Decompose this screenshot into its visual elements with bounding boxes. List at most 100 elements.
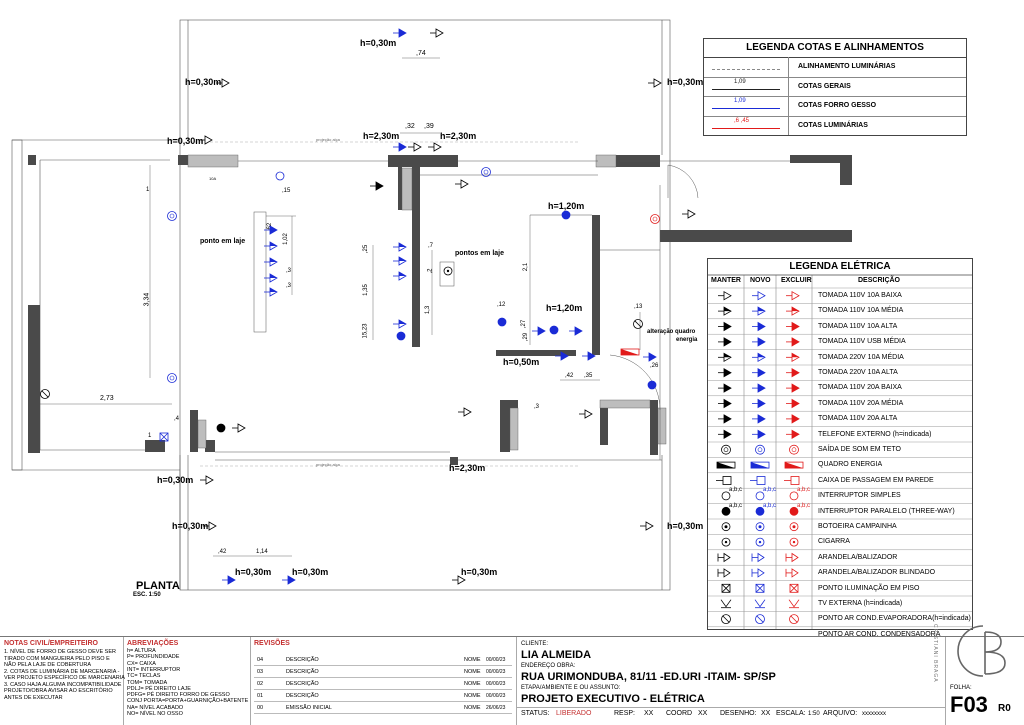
legend-eletrica-row-desc: TOMADA 110V USB MÉDIA [818,338,906,346]
nota-line: NÃO PELA LAJE DE COBERTURA [4,662,92,668]
plan-hatched-walls [187,154,667,451]
folha-number: F03 [950,692,988,717]
tri-open-symbol-icon [430,28,444,38]
status-label: STATUS: [521,710,550,717]
int-open-symbol-icon [721,491,731,501]
cotas-sample-line [712,88,780,90]
dim-h030-bottom-1: h=0,30m [235,567,272,577]
dim-h030-right-1: h=0,30m [667,77,704,87]
arandela-b-symbol-icon [751,568,765,578]
tri-solid-symbol-icon [718,429,732,439]
tri-half-symbol-icon [393,256,407,266]
cristiani-braga-logo-icon [957,625,1006,677]
legend-eletrica-row-desc: CAIXA DE PASSAGEM EM PAREDE [818,476,934,484]
rev-name: NOME [464,693,481,699]
tri-open-symbol-icon [640,521,654,531]
legend-eletrica-row-desc: TV EXTERNA (h=indicada) [818,600,903,607]
tri-half-symbol-icon [752,306,766,316]
circle-s-symbol-icon [650,214,660,224]
legend-eletrica-row-desc: TOMADA 110V 20A MÉDIA [818,399,904,407]
abrev-title: ABREVIAÇÕES [127,640,179,647]
tri-full-symbol-icon [718,337,732,347]
tri-full-symbol-icon [718,321,732,332]
abrev-line: INT= INTERRUPTOR [127,666,181,673]
dim-3c: ,3 [534,404,540,410]
legend-header-novo: NOVO [750,277,771,284]
legend-eletrica-row-desc: TELEFONE EXTERNO (h=indicada) [818,430,932,438]
abrev-line: PDLJ= PÉ DIREITO LAJE [127,685,191,692]
nota-line: PROJETO/OBRA AVISAR AO ESCRITÓRIO [4,688,113,694]
quadro-symbol-icon [620,348,640,356]
dim-3b: ,3 [286,283,292,289]
dim-26: ,26 [650,363,659,369]
legend-header-manter: MANTER [711,277,741,284]
tri-full-symbol-icon [752,337,766,347]
plan-dim-lines [40,57,641,557]
tri-full-symbol-icon [752,414,766,424]
dim-74: ,74 [416,50,426,57]
label-alteracao-quadro: alteração quadro [647,329,696,335]
tri-half-symbol-icon [264,287,278,297]
cotas-sample-text: ,6 ,45 [734,117,750,124]
abc-label: a,b,c [797,502,811,509]
tri-open-symbol-icon [718,291,732,301]
coord-value: XX [698,710,708,717]
botoeira-symbol-icon [721,522,731,532]
plan-projection-lines [180,141,580,467]
rev-number: 03 [257,669,264,675]
ar-symbol-icon [755,614,765,625]
tv-symbol-icon [754,599,766,609]
tri-full-symbol-icon [752,383,766,393]
tri-full-symbol-icon [264,225,278,235]
tri-full-symbol-icon [532,326,546,336]
tri-open-symbol-icon [752,291,766,301]
dim-32: ,32 [405,123,415,130]
cotas-row-label: ALINHAMENTO LUMINÁRIAS [798,63,896,70]
rev-date: 00/00/23 [486,669,506,675]
circle-s-symbol-icon [481,167,491,177]
tri-full-symbol-icon [752,368,766,378]
cigarra-symbol-icon [755,537,765,547]
dim-h030-right-2: h=0,30m [667,521,704,531]
legend-eletrica-row-desc: TOMADA 220V 10A MÉDIA [818,353,904,361]
abrev-line: TOM= TOMADA [127,679,168,686]
int-full-symbol-icon [721,506,731,516]
legend-eletrica-row-desc: PONTO ILUMINAÇÃO EM PISO [818,584,920,592]
rev-name: NOME [464,705,481,711]
legend-eletrica-row-desc: BOTOEIRA CAMPAINHA [818,523,897,530]
caixa-symbol-icon [716,476,732,485]
piso-symbol-icon [755,583,765,593]
tri-full-symbol-icon [393,142,407,152]
dim-42: ,42 [565,373,574,379]
dim-7: ,7 [428,243,434,249]
logo-text: CRISTIANI BRAGA [932,624,938,683]
abrev-line: NO= NÍVEL NO OSSO [127,711,183,717]
escala-value: 1:50 [808,711,820,717]
arquivo-value: xxxxxxxx [862,711,886,717]
tri-full-symbol-icon [718,368,732,378]
int-full-symbol-icon [561,210,571,220]
etapa-label: ETAPA/AMBIENTE E OU ASSUNTO: [521,685,621,691]
tri-full-symbol-icon [222,575,236,585]
circle-s-symbol-icon [167,211,177,221]
abc-label: a,b,c [729,502,743,509]
abrev-line: PDFG= PÉ DIREITO FORRO DE GESSO [127,692,230,699]
dim-114: 1,14 [256,549,268,555]
ar-symbol-icon [633,319,643,329]
tri-full-symbol-icon [582,351,596,361]
label-pontos-em-laje: pontos em laje [455,250,505,257]
tri-open-symbol-icon [648,78,662,88]
int-full-symbol-icon [497,317,507,327]
dim-h120-b: h=1,20m [546,303,583,313]
endereco-label: ENDEREÇO OBRA: [521,663,576,669]
tri-full-symbol-icon [370,181,384,191]
dim-1b: 1 [148,433,152,439]
legend-eletrica-table: LEGENDA ELÉTRICA MANTER NOVO EXCLUIR DES… [707,258,973,638]
plan-interior-lines [215,160,790,461]
projection-label-2: projeção alça [316,462,340,467]
abc-label: a,b,c [729,487,743,494]
abrev-line: h= ALTURA [127,648,156,654]
dim-h050: h=0,50m [503,357,540,367]
nota-line: ANTES DE EXECUTAR [4,694,63,701]
